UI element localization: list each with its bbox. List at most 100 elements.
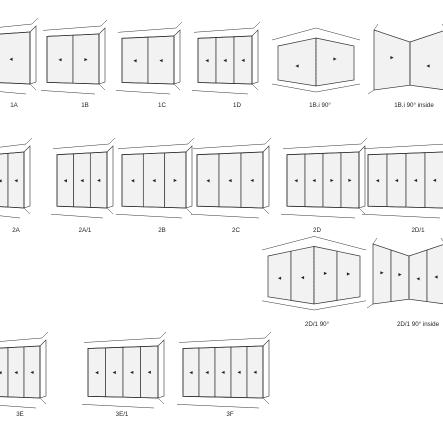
ceiling-line bbox=[271, 27, 317, 41]
slide-direction-arrow-icon bbox=[228, 178, 232, 183]
floor-corner-line bbox=[23, 207, 31, 215]
side-wall bbox=[262, 339, 270, 399]
floor-line bbox=[361, 213, 441, 219]
config-2d190 bbox=[261, 236, 367, 311]
floor-corner-line bbox=[173, 83, 181, 91]
slide-direction-arrow-icon bbox=[173, 178, 177, 183]
slide-direction-arrow-icon bbox=[434, 275, 438, 279]
ceiling-corner-line bbox=[360, 137, 368, 145]
ceiling-line bbox=[363, 143, 443, 149]
config-1b bbox=[40, 19, 108, 95]
slide-direction-arrow-icon bbox=[312, 178, 316, 183]
slide-direction-arrow-icon bbox=[221, 370, 225, 375]
floor-corner-line bbox=[29, 83, 37, 91]
ceiling-line bbox=[192, 143, 266, 149]
config-1b90 bbox=[271, 27, 361, 93]
slide-direction-arrow-icon bbox=[63, 179, 67, 183]
floor-corner-line bbox=[251, 83, 259, 91]
floor-line bbox=[261, 300, 315, 311]
floor-line bbox=[315, 83, 361, 93]
ceiling-corner-line bbox=[31, 17, 39, 25]
ceiling-line bbox=[372, 237, 378, 245]
slide-direction-arrow-icon bbox=[398, 273, 402, 277]
config-label: 2D bbox=[313, 227, 321, 234]
slide-direction-arrow-icon bbox=[253, 370, 257, 374]
ceiling-line bbox=[42, 25, 102, 31]
floor-line bbox=[191, 90, 249, 95]
floor-line bbox=[115, 90, 171, 95]
side-wall bbox=[157, 339, 165, 399]
config-1c bbox=[115, 21, 183, 95]
slide-direction-arrow-icon bbox=[346, 272, 351, 276]
side-wall bbox=[98, 27, 106, 85]
config-2a1 bbox=[50, 137, 116, 219]
glass-panel bbox=[390, 249, 410, 302]
slide-direction-arrow-icon bbox=[426, 64, 430, 68]
slide-direction-arrow-icon bbox=[380, 271, 384, 275]
slide-direction-arrow-icon bbox=[0, 371, 2, 375]
config-1b90in bbox=[367, 23, 443, 95]
slide-direction-arrow-icon bbox=[223, 58, 227, 63]
floor-line bbox=[0, 91, 27, 95]
floor-corner-line bbox=[157, 397, 165, 405]
floor-line bbox=[366, 303, 374, 309]
glass-panel bbox=[0, 31, 31, 85]
glass-panel bbox=[277, 37, 317, 87]
ceiling-corner-line bbox=[108, 137, 116, 145]
config-3e bbox=[0, 331, 49, 409]
door-frame bbox=[367, 151, 443, 209]
slide-direction-arrow-icon bbox=[205, 370, 209, 375]
slide-direction-arrow-icon bbox=[95, 371, 99, 375]
config-label: 1B.i 90° bbox=[309, 102, 331, 109]
config-label: 2D/1 90° inside bbox=[396, 321, 440, 328]
slide-direction-arrow-icon bbox=[189, 370, 193, 375]
slide-direction-arrow-icon bbox=[277, 276, 282, 280]
ceiling-corner-line bbox=[175, 21, 183, 29]
config-3f bbox=[176, 331, 272, 409]
slide-direction-arrow-icon bbox=[0, 179, 2, 183]
ceiling-line bbox=[193, 27, 255, 33]
slide-direction-arrow-icon bbox=[14, 370, 18, 375]
config-1d bbox=[191, 21, 261, 95]
ceiling-line bbox=[313, 236, 367, 251]
slide-direction-arrow-icon bbox=[333, 57, 337, 61]
glass-panel bbox=[426, 244, 443, 305]
slide-direction-arrow-icon bbox=[14, 179, 18, 183]
config-label: 2A/1 bbox=[78, 227, 92, 234]
config-2d1 bbox=[361, 143, 443, 219]
config-label: 3E bbox=[16, 411, 24, 418]
slide-direction-arrow-icon bbox=[58, 58, 62, 62]
config-label: 1B bbox=[81, 102, 89, 109]
ceiling-line bbox=[0, 337, 43, 342]
config-2b bbox=[115, 137, 195, 219]
config-label: 3F bbox=[226, 411, 234, 418]
ceiling-line bbox=[0, 23, 33, 28]
glass-panel bbox=[408, 249, 428, 302]
floor-corner-line bbox=[262, 207, 270, 215]
slide-direction-arrow-icon bbox=[241, 58, 245, 62]
config-label: 1B.i 90° inside bbox=[394, 102, 434, 109]
side-wall bbox=[262, 145, 270, 209]
config-3e1 bbox=[81, 331, 167, 409]
ceiling-corner-line bbox=[264, 331, 272, 339]
slide-direction-arrow-icon bbox=[133, 59, 137, 63]
floor-line bbox=[0, 215, 21, 219]
glass-panel bbox=[373, 29, 411, 91]
floor-corner-line bbox=[262, 397, 270, 405]
config-label: 3E/1 bbox=[115, 411, 129, 418]
slide-direction-arrow-icon bbox=[84, 58, 88, 62]
floor-line bbox=[81, 404, 155, 409]
floor-line bbox=[190, 213, 260, 219]
config-2d bbox=[280, 137, 368, 219]
slide-direction-arrow-icon bbox=[348, 178, 352, 182]
slide-direction-arrow-icon bbox=[112, 370, 116, 375]
config-label: 2B bbox=[158, 227, 166, 234]
config-label: 2D/1 bbox=[411, 227, 425, 234]
side-wall bbox=[185, 145, 193, 209]
floor-line bbox=[176, 404, 260, 409]
config-2a bbox=[0, 137, 33, 219]
slide-direction-arrow-icon bbox=[295, 64, 299, 68]
slide-direction-arrow-icon bbox=[130, 370, 134, 375]
slide-direction-arrow-icon bbox=[159, 58, 163, 63]
